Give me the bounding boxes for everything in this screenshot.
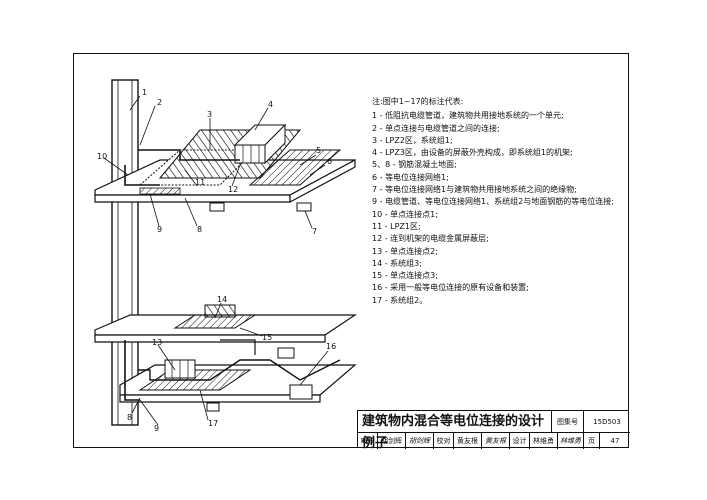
callout-3: 3 <box>207 110 212 119</box>
note-item: 10 - 单点连接点1; <box>372 209 438 219</box>
notes-heading: 注:图中1~17的标注代表: <box>372 97 464 106</box>
callout-1: 1 <box>142 88 147 97</box>
note-item: 9 - 电缆管道、等电位连接网络1、系统组2与地面钢筋的等电位连接; <box>372 197 614 207</box>
callout-labels: 1 2 3 4 5 6 7 8 9 10 11 12 13 14 15 16 1… <box>97 88 336 433</box>
callout-7: 7 <box>312 227 317 236</box>
check-label: 校对 <box>434 433 454 449</box>
note-item: 4 - LPZ3区，由设备的屏蔽外壳构成，即系统组1的机架; <box>372 148 573 158</box>
legend-notes: 注:图中1~17的标注代表: 1 - 低阻抗电缆管道，建筑物共用接地系统的一个单… <box>372 96 628 307</box>
drawing-frame <box>73 53 629 448</box>
design-name: 林维勇 <box>530 433 558 449</box>
callout-15: 15 <box>262 333 272 342</box>
callout-13: 13 <box>152 338 162 347</box>
design-signature: 林维勇 <box>558 433 584 449</box>
check-signature: 黄友根 <box>482 433 510 449</box>
note-item: 17 - 系统组2。 <box>372 295 428 305</box>
callout-2: 2 <box>157 98 162 107</box>
note-item: 1 - 低阻抗电缆管道，建筑物共用接地系统的一个单元; <box>372 111 564 121</box>
note-item: 7 - 等电位连接网络1与建筑物共用接地系统之间的绝缘物; <box>372 185 577 195</box>
page-label: 页 <box>584 433 600 449</box>
note-item: 16 - 采用一般等电位连接的原有设备和装置; <box>372 283 529 293</box>
review-signature: 胡剑辉 <box>406 433 434 449</box>
callout-6: 6 <box>327 157 332 166</box>
note-item: 11 - LPZ1区; <box>372 221 421 231</box>
page-number: 47 <box>610 437 620 445</box>
note-item: 2 - 单点连接与电缆管道之间的连接; <box>372 123 500 133</box>
signature-row: 审核 胡剑辉 胡剑辉 校对 黄友根 黄友根 设计 林维勇 林维勇 页 47 <box>74 433 630 449</box>
design-label: 设计 <box>510 433 530 449</box>
title-block: 建筑物内混合等电位连接的设计例子 图集号 15D503 审核 胡剑辉 胡剑辉 校… <box>357 410 630 451</box>
callout-9: 9 <box>157 225 162 234</box>
note-item: 3 - LPZ2区，系统组1; <box>372 135 453 145</box>
note-item: 5、8 - 钢筋混凝土地面; <box>372 160 457 170</box>
note-item: 14 - 系统组3; <box>372 258 422 268</box>
atlas-label: 图集号 <box>552 411 584 433</box>
atlas-number: 15D503 <box>584 411 630 433</box>
cable-lower <box>138 359 341 381</box>
callout-14: 14 <box>217 295 227 304</box>
callout-4: 4 <box>268 100 273 109</box>
equipment-rack-upper <box>233 123 287 165</box>
callout-11: 11 <box>195 178 205 187</box>
review-label: 审核 <box>358 433 378 449</box>
callout-16: 16 <box>326 342 336 351</box>
note-item: 13 - 单点连接点2; <box>372 246 438 256</box>
drawing-title: 建筑物内混合等电位连接的设计例子 <box>358 411 552 451</box>
existing-equipment <box>289 384 313 400</box>
callout-17: 17 <box>208 419 218 428</box>
callout-9-lower: 9 <box>154 424 159 433</box>
callout-12: 12 <box>228 185 238 194</box>
bonding-network-1 <box>248 149 342 186</box>
note-item: 12 - 连到机架的电缆金属屏蔽层; <box>372 234 489 244</box>
note-item: 15 - 单点连接点3; <box>372 271 438 281</box>
cable-upper <box>138 149 240 161</box>
callout-8: 8 <box>197 225 202 234</box>
check-name: 黄友根 <box>454 433 482 449</box>
review-name: 胡剑辉 <box>378 433 406 449</box>
system-group-2 <box>138 359 252 391</box>
callout-8-lower: 8 <box>127 413 132 422</box>
system-group-3 <box>173 304 257 329</box>
callout-10: 10 <box>97 152 107 161</box>
leader-lines <box>103 95 329 426</box>
note-item: 6 - 等电位连接网络1; <box>372 172 449 182</box>
callout-5: 5 <box>316 146 321 155</box>
